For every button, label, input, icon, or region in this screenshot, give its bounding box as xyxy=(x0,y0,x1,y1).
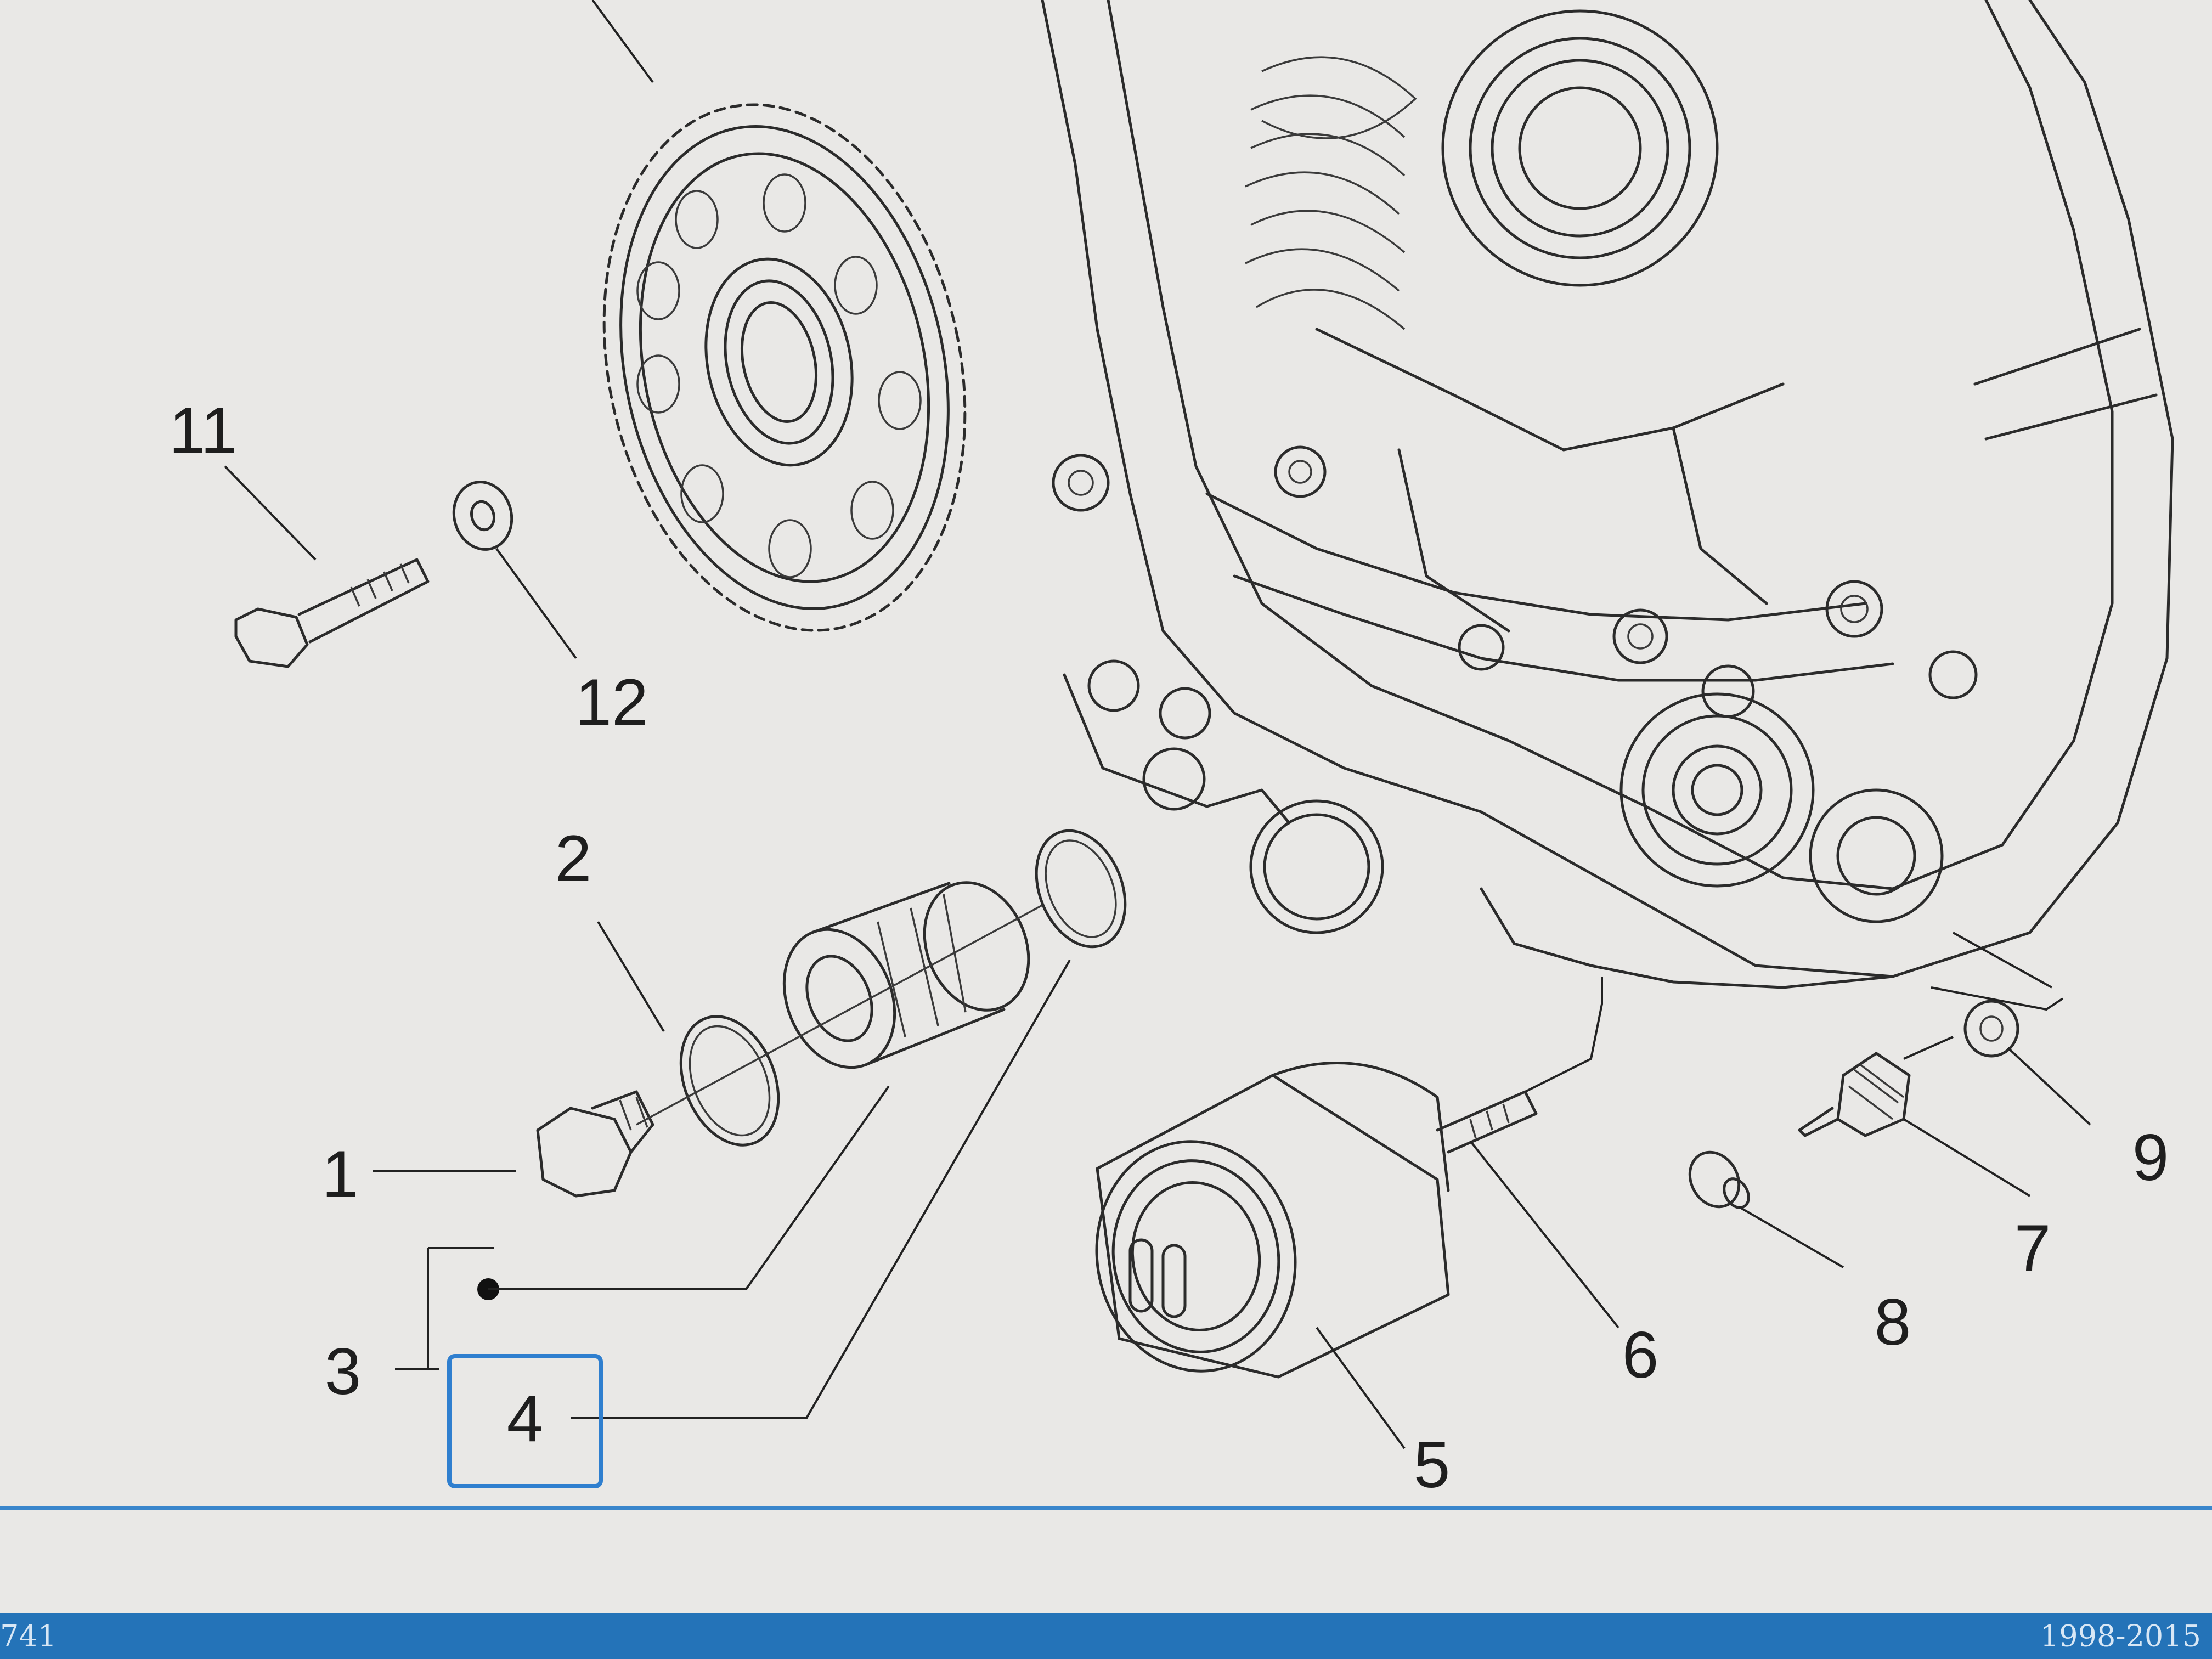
copyright-years: 1998-2015 xyxy=(2040,1618,2201,1654)
sprocket-drawing xyxy=(591,0,967,632)
callout-12[interactable]: 12 xyxy=(575,665,648,739)
callout-2[interactable]: 2 xyxy=(555,822,592,895)
parts-list-panel xyxy=(0,1510,2212,1613)
bolt-and-washer-drawing xyxy=(224,465,577,668)
diagram-drawing xyxy=(224,0,2174,1449)
callout-1[interactable]: 1 xyxy=(321,1137,359,1211)
status-bar: 741 1998-2015 xyxy=(0,1613,2212,1659)
callout-7[interactable]: 7 xyxy=(2014,1211,2051,1285)
callout-5[interactable]: 5 xyxy=(1413,1428,1451,1502)
filter-assembly-drawing xyxy=(373,829,1127,1419)
exploded-parts-diagram: 1 2 3 5 6 7 8 9 11 12 4 xyxy=(0,0,2212,1506)
selected-callout-box[interactable]: 4 xyxy=(447,1354,603,1488)
panel-separator xyxy=(0,1506,2212,1510)
callout-3[interactable]: 3 xyxy=(324,1335,362,1408)
callout-8[interactable]: 8 xyxy=(1874,1285,1911,1359)
callout-11[interactable]: 11 xyxy=(168,394,238,467)
callout-6[interactable]: 6 xyxy=(1622,1318,1659,1392)
engine-case-drawing xyxy=(1041,0,2174,989)
sensor-parts-drawing xyxy=(1688,932,2091,1268)
oil-filter-drawing xyxy=(1095,977,1620,1449)
callout-4[interactable]: 4 xyxy=(506,1381,544,1455)
status-left-text: 741 xyxy=(0,1618,57,1654)
callout-9[interactable]: 9 xyxy=(2132,1121,2169,1194)
